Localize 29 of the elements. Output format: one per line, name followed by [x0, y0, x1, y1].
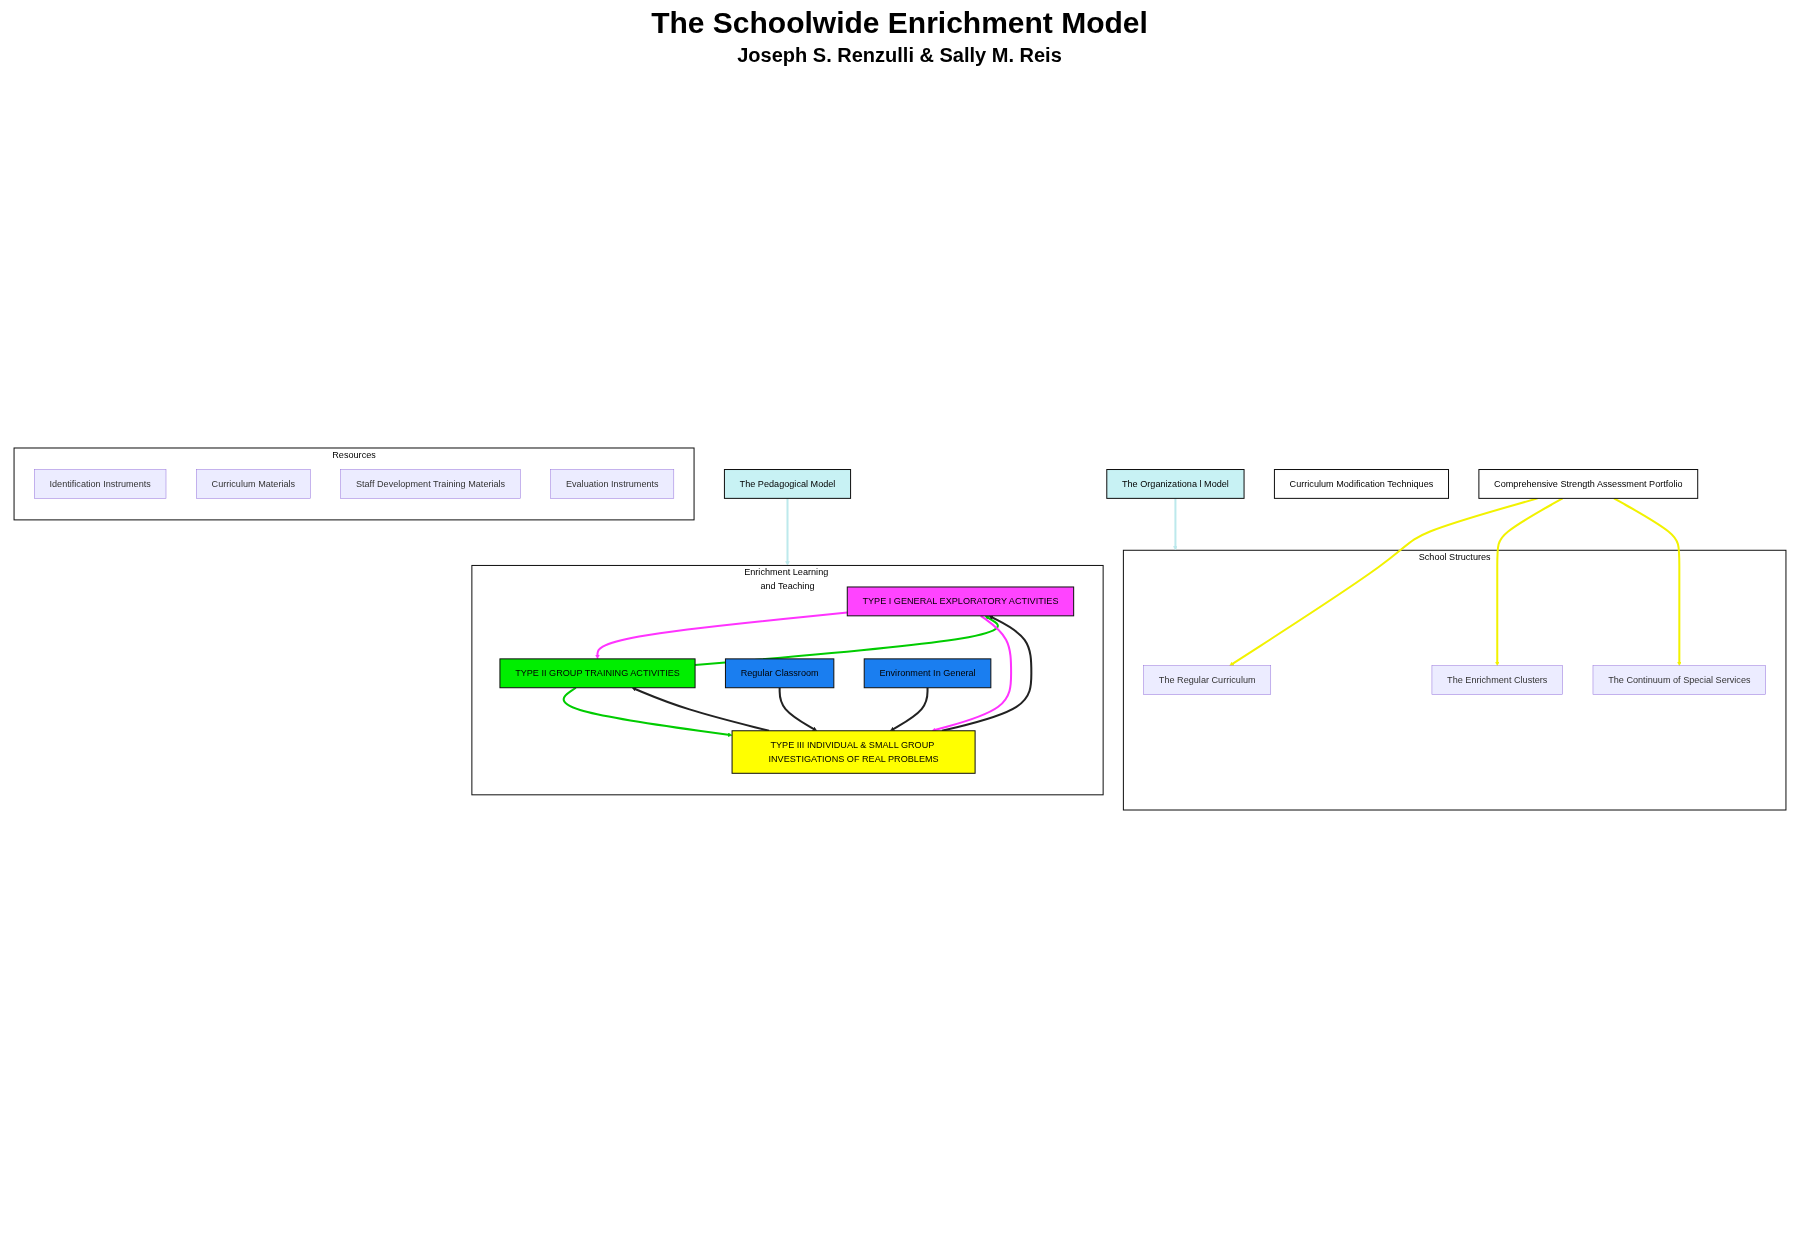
node-box: TYPE III INDIVIDUAL & SMALL GROUP INVESTIGATIONS OF REAL PROBLEMS: [731, 730, 976, 774]
arrow: [631, 687, 769, 732]
node-box: Environment In General: [863, 658, 991, 689]
node-box: The Enrichment Clusters: [1431, 665, 1563, 695]
arrow: [594, 611, 847, 660]
arrow: [889, 687, 929, 731]
node-box: Identification Instruments: [33, 469, 166, 499]
node-box: The Continuum of Special Services: [1592, 665, 1766, 695]
arrow: [1228, 497, 1538, 666]
arrow: [562, 686, 732, 737]
arrow: [1494, 497, 1563, 666]
arrow: [778, 687, 817, 731]
node-box: The Organizationa l Model: [1105, 469, 1245, 499]
arrow: [1172, 498, 1178, 551]
node-box: The Regular Curriculum: [1142, 665, 1271, 695]
arrow: [1613, 497, 1682, 666]
arrow: [784, 498, 790, 566]
node-box: Comprehensive Strength Assessment Portfolio: [1477, 469, 1698, 499]
author-line: Joseph S. Renzulli & Sally M. Reis: [736, 44, 1063, 67]
node-box: Staff Development Training Materials: [339, 469, 521, 499]
node-box: Evaluation Instruments: [549, 469, 674, 499]
arrow: [931, 615, 1012, 732]
node-box: Regular Classroom: [724, 658, 834, 689]
node-box: TYPE I GENERAL EXPLORATORY ACTIVITIES: [846, 586, 1074, 617]
node-box: TYPE II GROUP TRAINING ACTIVITIES: [498, 658, 696, 689]
diagram-title: The Schoolwide Enrichment Model: [650, 6, 1149, 40]
node-box: Curriculum Materials: [195, 469, 311, 499]
node-box: Curriculum Modification Techniques: [1273, 469, 1449, 499]
node-box: The Pedagogical Model: [723, 469, 851, 499]
